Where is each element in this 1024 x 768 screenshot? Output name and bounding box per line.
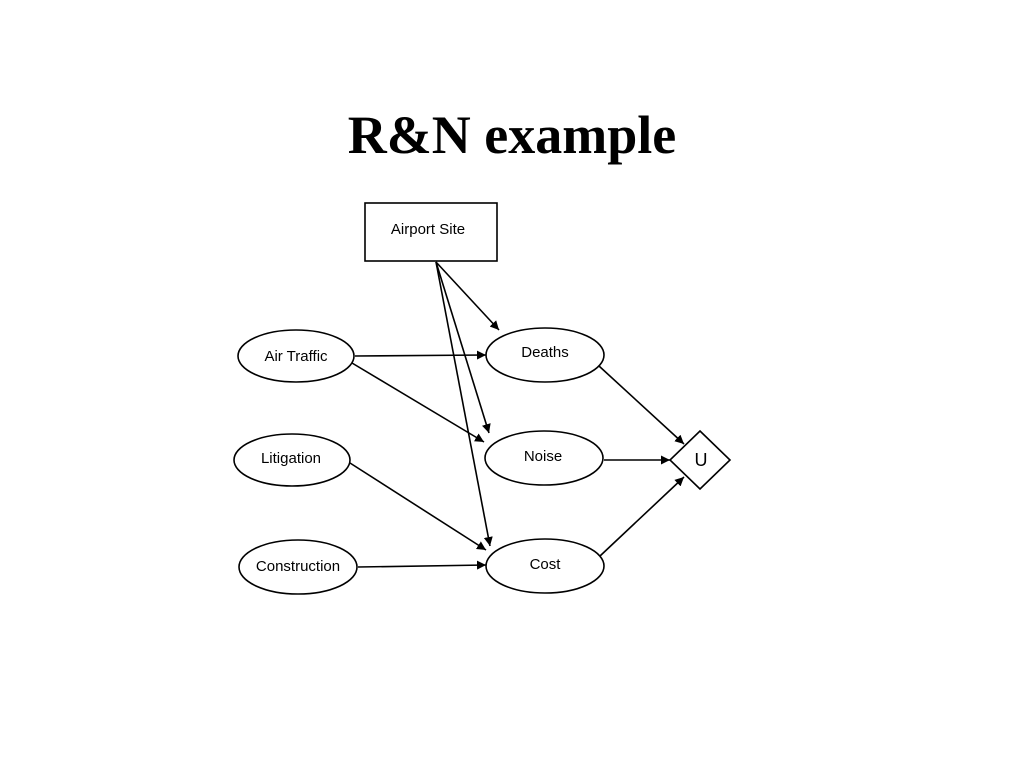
litigation-label: Litigation: [261, 450, 321, 467]
cost-label: Cost: [530, 556, 562, 573]
construction-ellipse: [238, 539, 358, 595]
node-noise: Noise: [484, 430, 604, 486]
construction-label: Construction: [256, 558, 340, 575]
edge-air-traffic-deaths: [354, 350, 487, 360]
edge-cost-utility: [599, 476, 685, 557]
noise-label: Noise: [524, 448, 562, 465]
airport-site-label: Airport Site: [391, 221, 465, 238]
node-litigation: Litigation: [233, 433, 351, 487]
edge-construction-cost: [357, 560, 487, 570]
edge-airport-site-cost: [435, 261, 493, 547]
edge-air-traffic-noise: [351, 362, 485, 443]
airport-site-box: [364, 202, 498, 262]
deaths-label: Deaths: [521, 344, 569, 361]
utility-label: U: [695, 450, 708, 470]
edge-airport-site-noise: [435, 261, 491, 434]
edge-airport-site-deaths: [435, 261, 500, 331]
node-deaths: Deaths: [485, 327, 605, 383]
node-air-traffic: Air Traffic: [237, 329, 355, 383]
node-airport-site: Airport Site: [364, 202, 498, 262]
utility-diamond: [668, 429, 732, 491]
noise-ellipse: [484, 430, 604, 486]
edge-deaths-utility: [598, 365, 685, 445]
slide-title: R&N example: [347, 105, 677, 165]
litigation-ellipse: [233, 433, 351, 487]
node-utility: U: [668, 429, 732, 491]
deaths-ellipse: [485, 327, 605, 383]
node-cost: Cost: [485, 538, 605, 594]
air-traffic-label: Air Traffic: [264, 348, 328, 365]
node-construction: Construction: [238, 539, 358, 595]
cost-ellipse: [485, 538, 605, 594]
air-traffic-ellipse: [237, 329, 355, 383]
edge-litigation-cost: [349, 462, 487, 551]
